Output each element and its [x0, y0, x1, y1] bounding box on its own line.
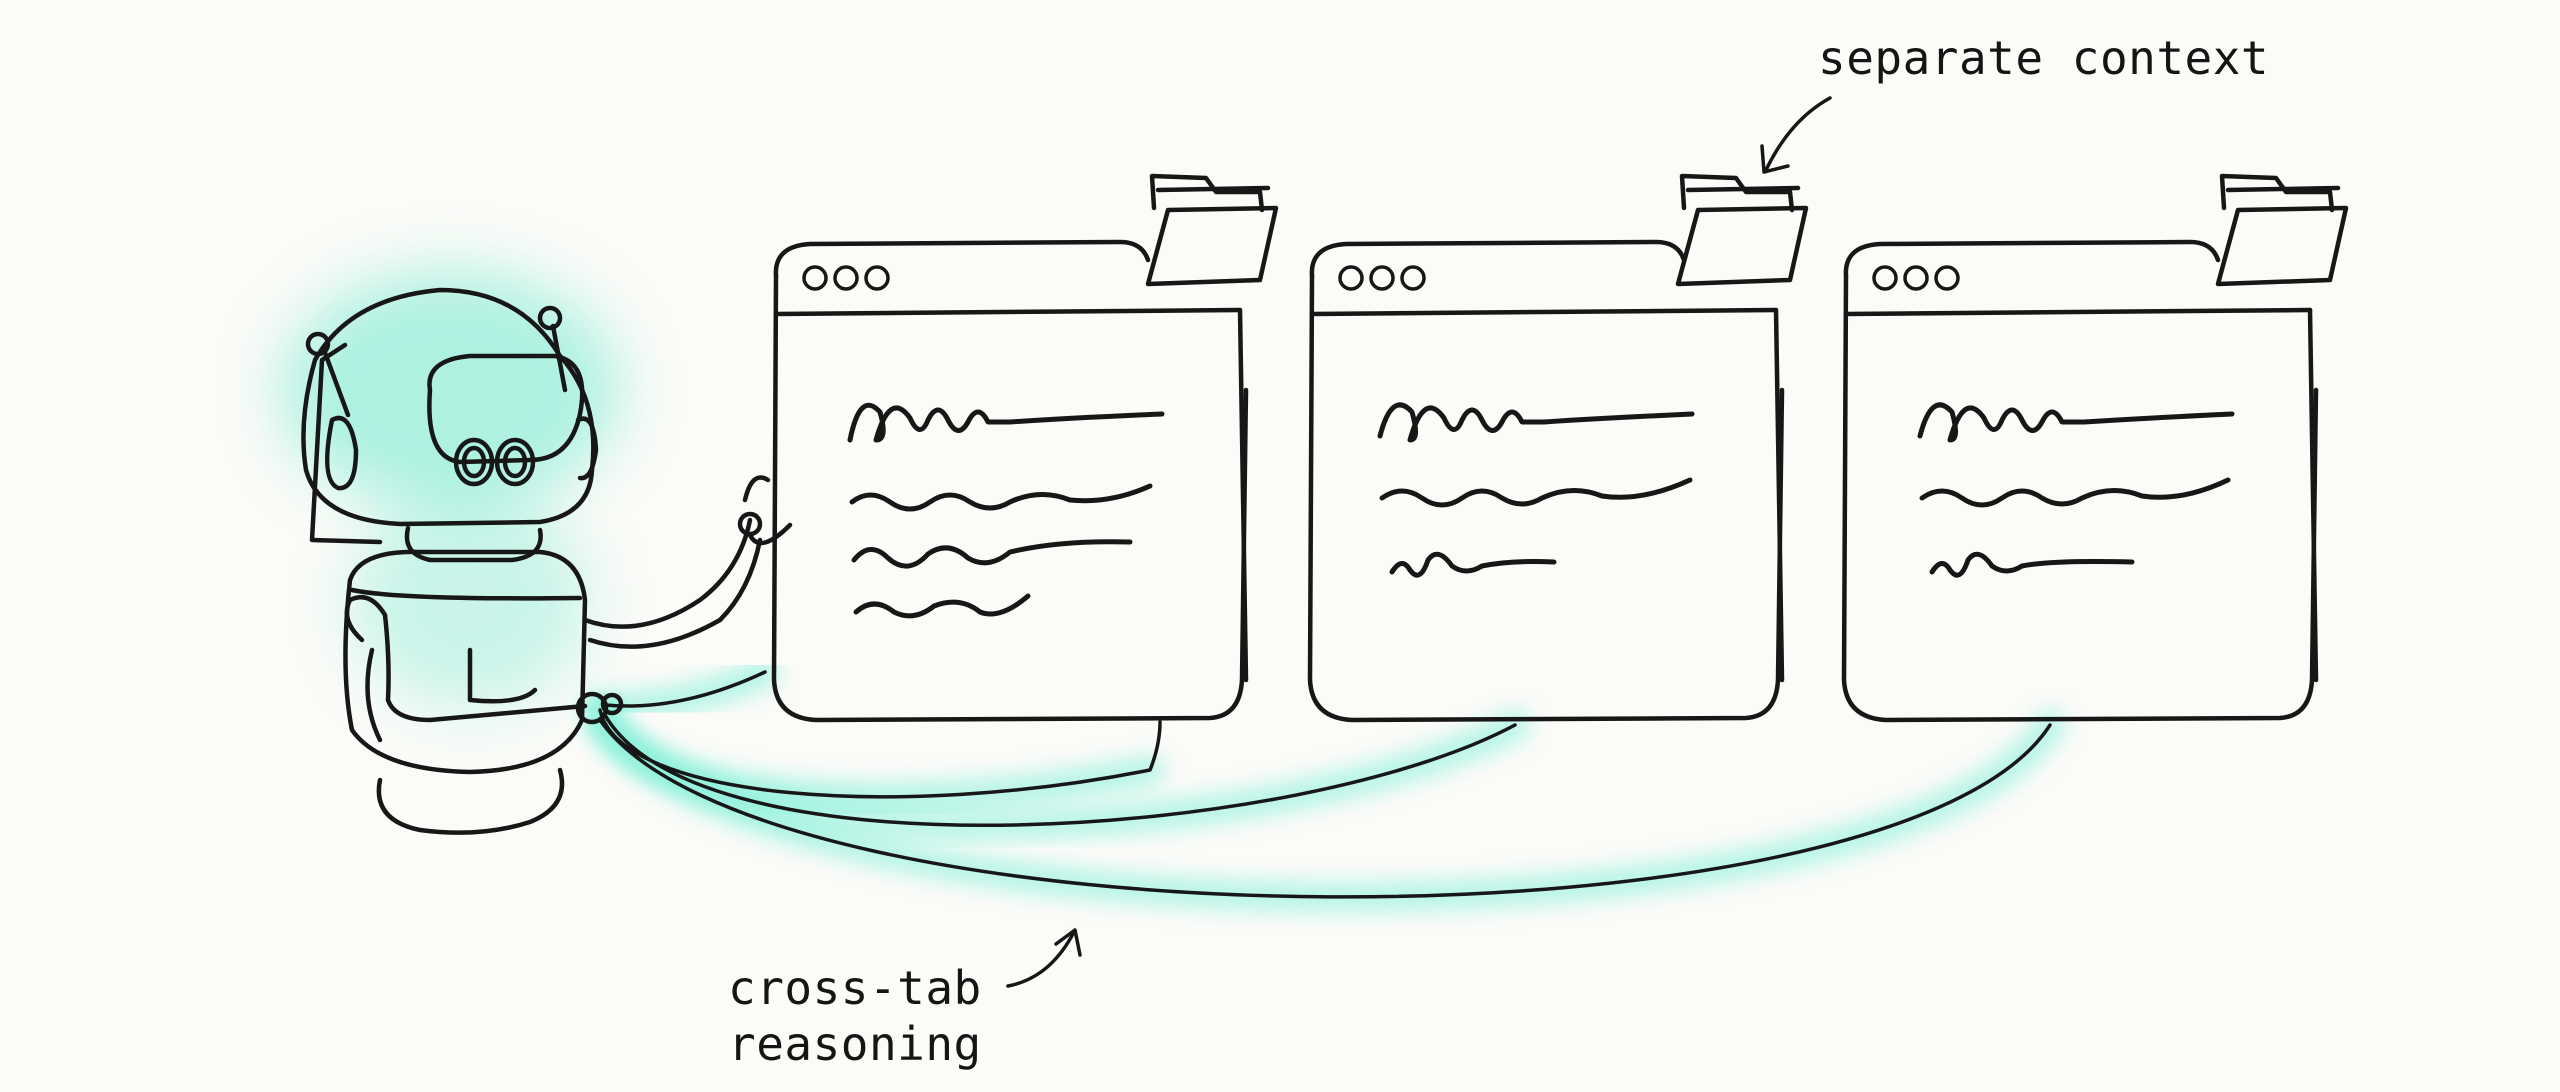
cable-to-tab-3 [598, 718, 2052, 899]
browser-window-2 [1310, 242, 1782, 720]
cross-tab-connections [585, 657, 2065, 912]
robot-icon [301, 287, 793, 835]
arrow-head [1760, 144, 1790, 174]
text-lines-3 [1917, 402, 2235, 578]
arrow-icon [1764, 96, 1832, 172]
folder-icon [1148, 176, 1276, 284]
cross-tab-reasoning-label: cross-tab reasoning [728, 961, 982, 1072]
separate-context-label: separate context [1818, 31, 2270, 85]
arrow-head [1054, 928, 1082, 957]
text-lines-2 [1377, 402, 1695, 578]
cable-to-tab-2 [603, 713, 1517, 827]
browser-window-1 [774, 242, 1246, 720]
arrow-icon [1006, 930, 1076, 988]
browser-window-3 [1844, 242, 2316, 720]
text-lines-1 [847, 402, 1165, 619]
folder-icon [1678, 176, 1806, 284]
folder-icon [2218, 176, 2346, 284]
